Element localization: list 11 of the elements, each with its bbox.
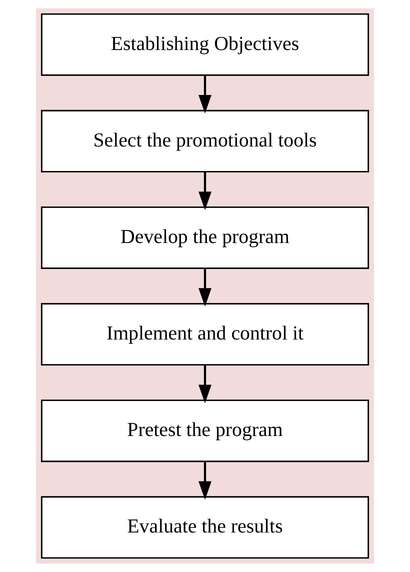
node-box: Establishing Objectives [40,13,370,76]
arrow [198,75,212,114]
arrow [198,461,212,500]
node-box: Implement and control it [40,303,370,366]
arrow [198,268,212,307]
node-box: Evaluate the results [40,496,370,559]
arrow [198,172,212,210]
node-box: Develop the program [40,206,370,269]
node-box: Select the promotional tools [40,110,370,172]
arrow [198,364,212,404]
node-box: Pretest the program [40,400,370,462]
